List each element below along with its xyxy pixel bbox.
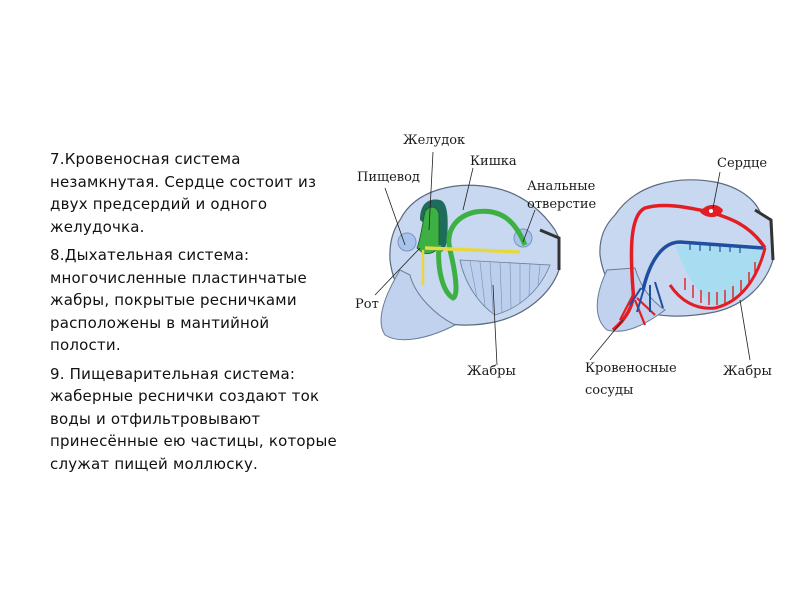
label-gills-left: Жабры bbox=[467, 364, 516, 379]
paragraph-respiratory: 8.Дыхательная система: многочисленные пл… bbox=[50, 246, 307, 354]
mollusc-diagram: Желудок Пищевод Кишка Анальные отверстие… bbox=[345, 120, 785, 420]
label-stomach: Желудок bbox=[403, 133, 466, 148]
text-block: 7.Кровеносная система незамкнутая. Сердц… bbox=[50, 148, 340, 481]
label-anal-2: отверстие bbox=[527, 197, 597, 212]
digestive-system-drawing bbox=[380, 184, 561, 341]
label-vessels-2: сосуды bbox=[585, 383, 634, 398]
label-vessels-1: Кровеносные bbox=[585, 361, 677, 376]
paragraph-circulatory: 7.Кровеносная система незамкнутая. Сердц… bbox=[50, 150, 317, 236]
label-gills-right: Жабры bbox=[723, 364, 772, 379]
diagram-illustration bbox=[374, 151, 775, 366]
label-esophagus: Пищевод bbox=[357, 170, 420, 185]
leader-lines bbox=[374, 151, 751, 366]
paragraph-digestive: 9. Пищеварительная система: жаберные рес… bbox=[50, 364, 337, 473]
label-heart: Сердце bbox=[717, 156, 768, 171]
label-anal-1: Анальные bbox=[527, 179, 596, 194]
label-mouth: Рот bbox=[355, 297, 379, 312]
circulatory-system-drawing bbox=[596, 179, 775, 332]
label-intestine: Кишка bbox=[470, 154, 517, 169]
